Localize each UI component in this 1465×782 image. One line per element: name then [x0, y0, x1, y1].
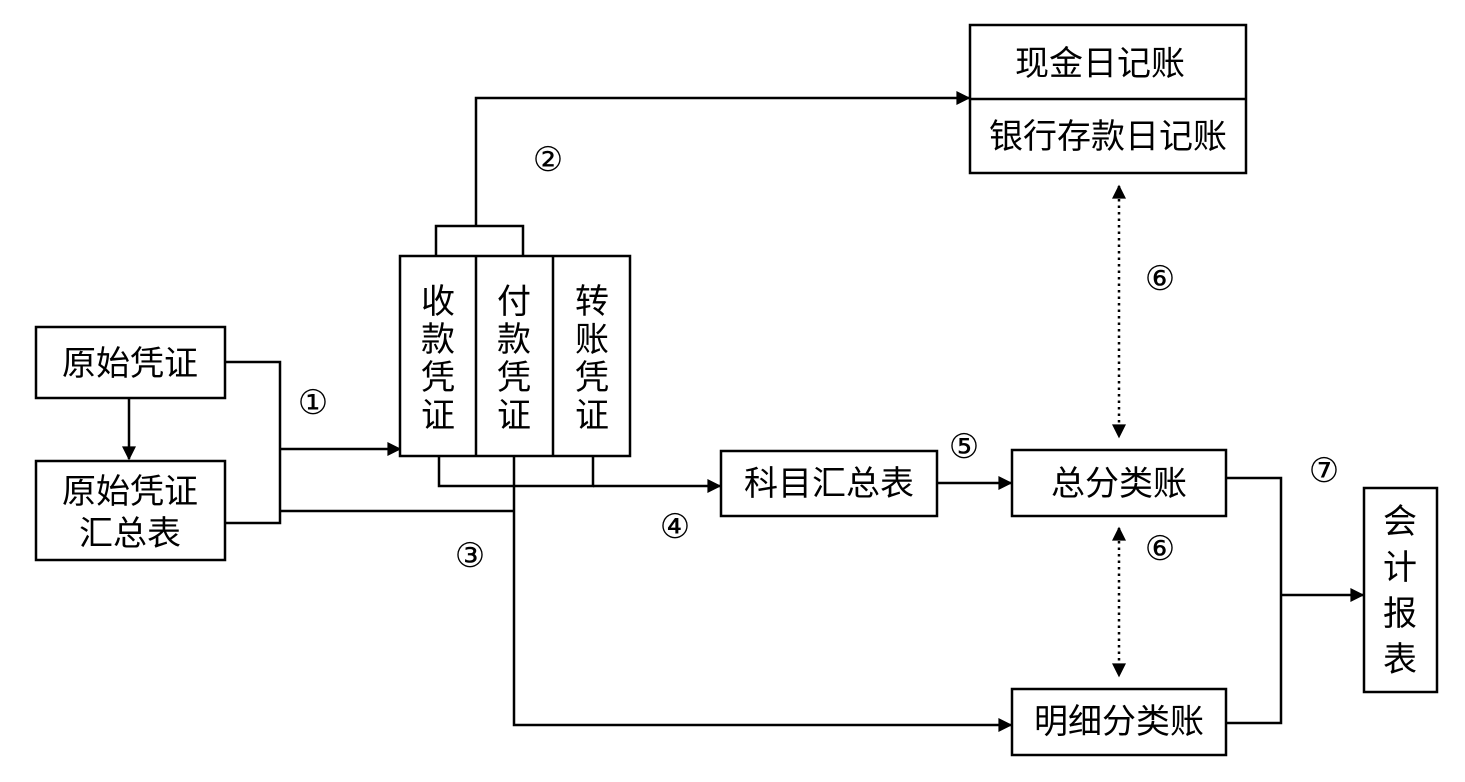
payment-voucher-node: 付 款 凭 证 — [497, 282, 531, 436]
connector-voucher-bracket — [434, 224, 525, 256]
connectors — [122, 91, 1365, 732]
connector-3 — [512, 456, 1013, 732]
cash-journal-label: 现金日记账 — [1015, 44, 1185, 84]
report-char-4: 表 — [1383, 640, 1417, 680]
detail-ledger-node: 明细分类账 — [1010, 687, 1228, 757]
original-summary-label-line2: 汇总表 — [79, 514, 181, 554]
report-char-2: 计 — [1383, 548, 1417, 588]
receipt-voucher-char-4: 证 — [421, 396, 455, 436]
report-char-1: 会 — [1383, 502, 1417, 542]
transfer-voucher-char-1: 转 — [575, 282, 609, 322]
transfer-voucher-char-3: 凭 — [575, 358, 609, 398]
receipt-voucher-char-2: 款 — [421, 320, 455, 360]
subject-summary-node: 科目汇总表 — [719, 449, 939, 518]
payment-voucher-char-3: 凭 — [497, 358, 531, 398]
step-3-label: ③ — [455, 536, 485, 576]
transfer-voucher-node: 转 账 凭 证 — [575, 282, 609, 436]
step-6-label-bottom: ⑥ — [1145, 529, 1175, 569]
receipt-voucher-char-1: 收 — [421, 282, 455, 322]
original-summary-node: 原始凭证 汇总表 — [34, 459, 227, 562]
voucher-group: 收 款 凭 证 付 款 凭 证 转 账 凭 证 — [398, 254, 632, 458]
original-voucher-label: 原始凭证 — [62, 344, 198, 384]
journal-node: 现金日记账 银行存款日记账 — [968, 23, 1248, 175]
bank-journal-label: 银行存款日记账 — [989, 117, 1227, 157]
receipt-voucher-node: 收 款 凭 证 — [421, 282, 455, 436]
step-6-label-top: ⑥ — [1145, 259, 1175, 299]
step-1-label: ① — [298, 383, 328, 423]
connector-voucher-bottom — [437, 456, 595, 488]
step-4-label: ④ — [660, 507, 690, 547]
detail-ledger-label: 明细分类账 — [1034, 702, 1204, 742]
connector-7-bracket — [1226, 476, 1283, 725]
report-char-3: 报 — [1383, 594, 1417, 634]
receipt-voucher-char-3: 凭 — [421, 358, 455, 398]
payment-voucher-char-4: 证 — [497, 396, 531, 436]
original-voucher-node: 原始凭证 — [34, 325, 227, 400]
connector-original-right — [225, 360, 282, 525]
step-5-label: ⑤ — [949, 427, 979, 467]
report-node: 会 计 报 表 — [1362, 486, 1439, 694]
transfer-voucher-char-4: 证 — [575, 396, 609, 436]
general-ledger-label: 总分类账 — [1051, 464, 1187, 504]
payment-voucher-char-2: 款 — [497, 320, 531, 360]
step-labels: ① ② ③ ④ ⑤ ⑥ ⑥ ⑦ — [298, 140, 1339, 576]
general-ledger-node: 总分类账 — [1010, 448, 1228, 518]
transfer-voucher-char-2: 账 — [575, 320, 609, 360]
subject-summary-label: 科目汇总表 — [744, 464, 914, 504]
step-2-label: ② — [533, 140, 563, 180]
step-7-label: ⑦ — [1309, 451, 1339, 491]
payment-voucher-char-1: 付 — [497, 282, 531, 322]
connector-2 — [474, 91, 971, 226]
original-summary-label-line1: 原始凭证 — [62, 472, 198, 512]
